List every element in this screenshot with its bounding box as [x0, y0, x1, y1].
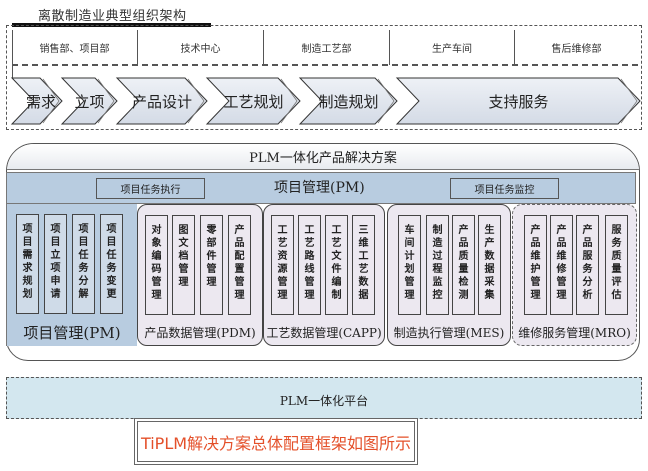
task-execution-box: 项目任务执行 — [96, 178, 205, 199]
process-step-label: 支持服务 — [488, 93, 548, 111]
org-frame — [6, 25, 642, 130]
department-divider — [514, 30, 515, 65]
process-step-arrow-edge — [377, 78, 395, 124]
module-item: 产品维修管理 — [550, 215, 573, 315]
module-item: 生产数据采集 — [478, 215, 501, 315]
caption-box: TiPLM解决方案总体配置框架如图所示 — [134, 418, 418, 465]
module-item: 制造过程监控 — [426, 215, 449, 315]
module-item-label: 工艺资源管理 — [277, 225, 288, 301]
process-step-label: 需求 — [26, 93, 56, 111]
module-item: 产品质量检测 — [452, 215, 475, 315]
module-item: 车间计划管理 — [398, 215, 421, 315]
pm-bar-title: 项目管理(PM) — [274, 180, 365, 196]
module-item: 项目立项申请 — [44, 214, 67, 314]
process-step-arrow — [10, 77, 63, 125]
module-item: 三维工艺数据 — [352, 215, 375, 315]
module-item: 项目任务分解 — [72, 214, 95, 314]
module-item-label: 产品维修管理 — [556, 225, 567, 301]
module-item-label: 车间计划管理 — [404, 225, 415, 301]
module-item: 项目任务变更 — [100, 214, 123, 314]
module-item: 工艺路线管理 — [298, 215, 321, 315]
process-step-arrow-edge — [97, 78, 115, 124]
module-label: 项目管理(PM) — [23, 324, 121, 342]
module-capp: 工艺资源管理 工艺路线管理 工艺文件编制 三维工艺数据 工艺数据管理(CAPP) — [263, 204, 385, 346]
module-mro: 产品维护管理 产品维修管理 产品服务分析 服务质量评估 维修服务管理(MRO) — [512, 204, 637, 346]
plm-solution-title: PLM一体化产品解决方案 — [7, 144, 639, 170]
module-item-label: 项目需求规划 — [22, 224, 33, 300]
module-item-label: 服务质量评估 — [611, 225, 622, 301]
module-item-label: 产品配置管理 — [234, 225, 245, 301]
module-item: 产品服务分析 — [576, 215, 599, 315]
org-title: 离散制造业典型组织架构 — [38, 9, 187, 24]
module-label: 维修服务管理(MRO) — [518, 326, 631, 340]
module-pm: 项目需求规划 项目立项申请 项目任务分解 项目任务变更 项目管理(PM) — [6, 204, 137, 346]
module-item: 零部件管理 — [200, 215, 223, 315]
department-divider — [263, 30, 264, 65]
process-step-arrow — [60, 77, 118, 125]
module-item-label: 产品服务分析 — [582, 225, 593, 301]
module-label: 制造执行管理(MES) — [393, 326, 505, 340]
module-item-label: 项目任务分解 — [78, 224, 89, 300]
module-item-label: 零部件管理 — [206, 225, 217, 288]
process-step-arrow — [395, 77, 641, 125]
module-item-label: 生产数据采集 — [484, 225, 495, 301]
module-label: 工艺数据管理(CAPP) — [266, 326, 382, 340]
module-label: 产品数据管理(PDM) — [144, 326, 256, 340]
module-item: 工艺文件编制 — [325, 215, 348, 315]
process-step-label: 制造规划 — [318, 93, 378, 111]
module-item: 项目需求规划 — [16, 214, 39, 314]
module-item-label: 对象编码管理 — [151, 225, 162, 301]
process-step-label: 工艺规划 — [223, 93, 283, 111]
process-step-label: 立项 — [74, 93, 104, 111]
process-step-arrow — [115, 77, 208, 125]
module-item-label: 工艺文件编制 — [331, 225, 342, 301]
module-item: 工艺资源管理 — [271, 215, 294, 315]
module-item: 产品维护管理 — [524, 215, 547, 315]
process-step-arrow — [205, 77, 301, 125]
project-management-bar: 项目任务执行 项目管理(PM) 项目任务监控 — [6, 172, 636, 204]
department-workshop: 生产车间 — [432, 44, 472, 55]
department-process: 制造工艺部 — [301, 44, 352, 55]
department-sales: 销售部、项目部 — [39, 44, 110, 55]
department-tech-center: 技术中心 — [180, 44, 221, 55]
department-row: 销售部、项目部 技术中心 制造工艺部 生产车间 售后维修部 — [12, 30, 638, 65]
module-item: 服务质量评估 — [605, 215, 628, 315]
process-step-arrow-edge — [187, 78, 205, 124]
department-after-sales: 售后维修部 — [551, 44, 602, 55]
module-mes: 车间计划管理 制造过程监控 产品质量检测 生产数据采集 制造执行管理(MES) — [387, 204, 511, 346]
module-item-label: 制造过程监控 — [432, 225, 443, 301]
module-item-label: 项目任务变更 — [106, 224, 117, 300]
module-item-label: 产品维护管理 — [530, 225, 541, 301]
module-item: 图文档管理 — [172, 215, 195, 315]
task-monitor-box: 项目任务监控 — [450, 178, 559, 199]
module-item: 产品配置管理 — [228, 215, 251, 315]
process-step-arrow-edge — [280, 78, 298, 124]
module-item: 对象编码管理 — [145, 215, 168, 315]
module-item-label: 工艺路线管理 — [304, 225, 315, 301]
department-row-dashed-line — [12, 64, 638, 66]
plm-platform-band: PLM一体化平台 — [6, 377, 642, 419]
platform-label: PLM一体化平台 — [279, 394, 369, 408]
dept-left-line — [12, 30, 13, 78]
process-step-arrow — [298, 77, 398, 125]
module-pdm: 对象编码管理 图文档管理 零部件管理 产品配置管理 产品数据管理(PDM) — [137, 204, 263, 346]
process-arrow-chain: 需求立项 产品设计 工艺规划 制造规划 支持服务 — [10, 77, 641, 125]
module-item-label: 产品质量检测 — [458, 225, 469, 301]
process-step-arrow-edge — [42, 78, 60, 124]
process-step-arrow-edge — [620, 78, 638, 124]
department-divider — [389, 30, 390, 65]
module-item-label: 项目立项申请 — [50, 224, 61, 300]
module-item-label: 三维工艺数据 — [358, 225, 369, 301]
process-step-label: 产品设计 — [132, 93, 192, 111]
module-item-label: 图文档管理 — [178, 225, 189, 288]
department-divider — [137, 30, 138, 65]
